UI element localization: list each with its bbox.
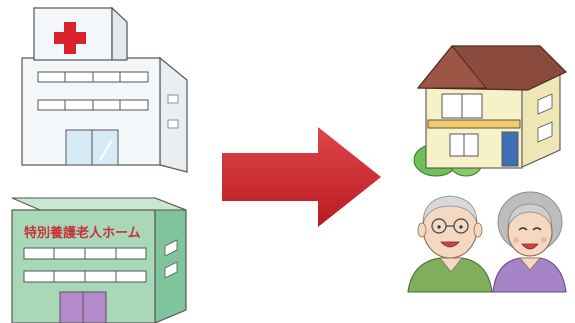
hospital-side-wall [159,56,188,173]
hospital-windows [37,71,149,111]
house-band [427,119,521,129]
nursing-home-side-wall [154,197,187,323]
house-door [501,131,519,167]
elderly-woman [492,191,567,293]
red-cross-icon [54,22,86,54]
home-house [413,45,568,177]
nursing-home-windows [23,247,147,283]
arrow-right-icon [222,127,381,227]
elderly-man [407,195,493,293]
glasses-icon [431,218,469,234]
hospital-entrance [65,129,119,166]
transition-arrow [222,127,381,227]
nursing-home-building: 特別養護老人ホーム [11,197,187,323]
nursing-home-sign: 特別養護老人ホーム [24,225,141,241]
hospital-building [21,6,188,173]
nursing-home-door [59,291,107,323]
